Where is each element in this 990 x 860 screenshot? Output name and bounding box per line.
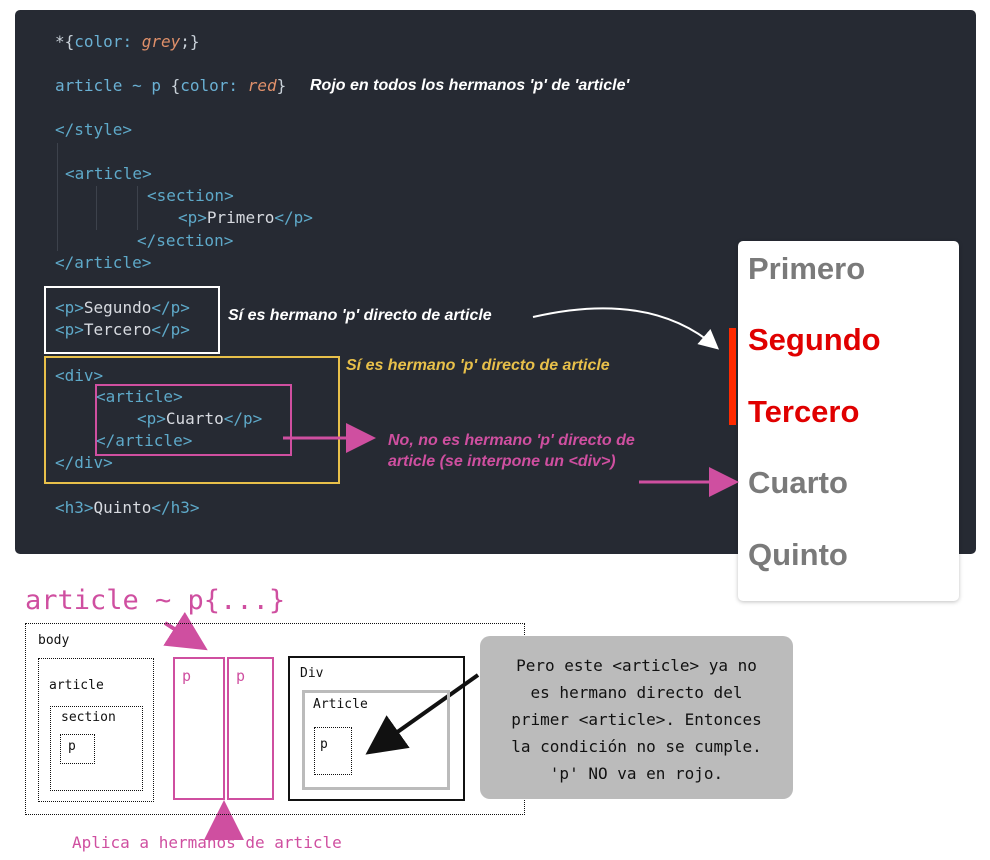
code-p-cuarto: <p>Cuarto</p> (137, 409, 263, 428)
arrow-selector-to-p (163, 611, 208, 651)
selector-title: article ~ p{...} (25, 585, 286, 616)
sibling-p-label-2: p (236, 667, 246, 685)
article-label: article (49, 678, 104, 693)
pink-note: No, no es hermano 'p' directo de article … (388, 430, 635, 472)
p-label-in-section: p (68, 739, 76, 754)
pink-note-line1: No, no es hermano 'p' directo de (388, 432, 635, 449)
code-article-close: </article> (55, 253, 152, 272)
inner-article-label: Article (313, 697, 368, 712)
code-style-close: </style> (55, 120, 133, 139)
code-p-primero: <p>Primero</p> (178, 208, 313, 227)
red-highlight-bar (729, 328, 736, 425)
explanation-callout: Pero este <article> ya no es hermano dir… (480, 636, 793, 799)
code-line-sibling-rule: article ~ p {color: red} (55, 76, 287, 95)
section-label: section (61, 710, 116, 725)
rendered-result-panel: Primero Segundo Tercero Cuarto Quinto (738, 241, 959, 601)
callout-line-5: 'p' NO va en rojo. (549, 764, 724, 783)
highlight-div-block (44, 356, 340, 484)
white-note: Sí es hermano 'p' directo de article (228, 307, 492, 324)
result-segundo: Segundo (748, 322, 881, 357)
callout-line-3: primer <article>. Entonces (511, 710, 762, 729)
sibling-p-label-1: p (182, 667, 192, 685)
arrow-to-segundo (532, 307, 720, 350)
callout-line-2: es hermano directo del (530, 683, 743, 702)
arrow-callout-to-p (365, 673, 480, 755)
callout-text: Pero este <article> ya no es hermano dir… (480, 652, 793, 787)
highlight-inner-article (95, 384, 292, 456)
code-h3-quinto: <h3>Quinto</h3> (55, 498, 200, 517)
code-section-close: </section> (137, 231, 234, 250)
result-primero: Primero (748, 251, 866, 286)
code-p-tercero: <p>Tercero</p> (55, 320, 190, 339)
body-label: body (38, 633, 70, 648)
inner-p-label: p (320, 737, 328, 752)
inner-article-box (302, 690, 450, 790)
div-box (288, 656, 465, 801)
highlight-direct-siblings (44, 286, 220, 354)
sibling-p-box-1 (173, 657, 225, 800)
div-label: Div (300, 666, 324, 681)
indent-guide (96, 186, 97, 230)
code-inner-article-open: <article> (96, 387, 183, 406)
result-quinto: Quinto (748, 537, 848, 572)
callout-line-4: la condición no se cumple. (511, 737, 762, 756)
code-section-open: <section> (147, 186, 234, 205)
result-cuarto: Cuarto (748, 465, 848, 500)
indent-guide (137, 186, 138, 230)
result-tercero: Tercero (748, 394, 860, 429)
rule-note: Rojo en todos los hermanos 'p' de 'artic… (310, 77, 630, 94)
pink-note-line2: article (se interpone un <div>) (388, 453, 616, 470)
sibling-p-box-2 (227, 657, 274, 800)
code-line-universal: *{color: grey;} (55, 32, 200, 51)
p-box-in-section (60, 734, 95, 764)
yellow-note: Sí es hermano 'p' directo de article (346, 357, 610, 374)
indent-guide (57, 143, 58, 251)
inner-p-box (314, 727, 352, 775)
callout-line-1: Pero este <article> ya no (516, 656, 757, 675)
section-box (50, 706, 143, 791)
code-div-open: <div> (55, 366, 104, 385)
code-div-close: </div> (55, 453, 113, 472)
code-inner-article-close: </article> (96, 431, 193, 450)
code-p-segundo: <p>Segundo</p> (55, 298, 190, 317)
bottom-caption: Aplica a hermanos de article (72, 833, 342, 852)
code-article-open: <article> (65, 164, 152, 183)
article-box (38, 658, 154, 802)
